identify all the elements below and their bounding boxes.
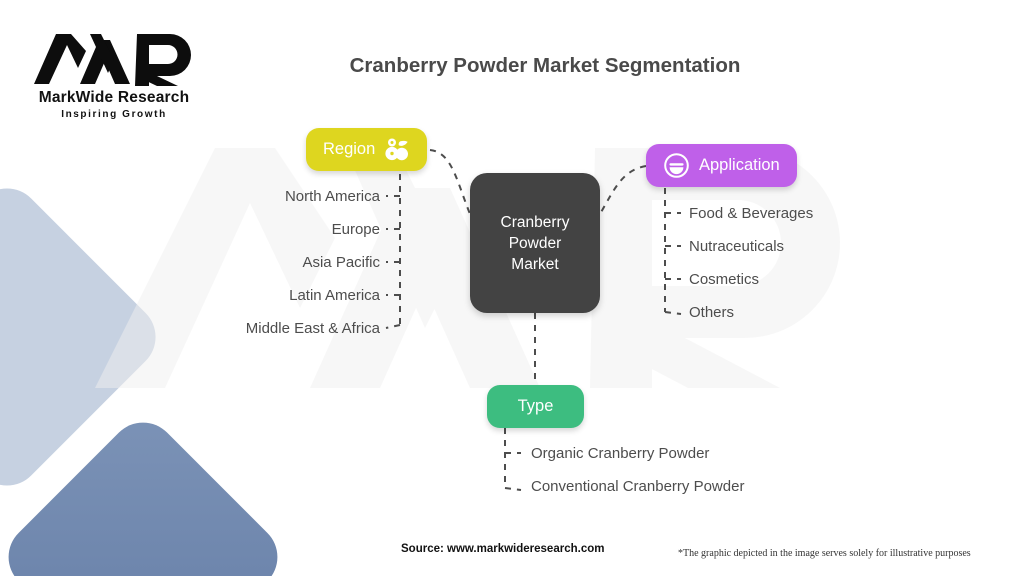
branch-badge-region-label: Region bbox=[323, 140, 376, 158]
brand-name: MarkWide Research bbox=[38, 89, 190, 106]
brand-tagline: Inspiring Growth bbox=[61, 109, 167, 120]
center-node-label: Cranberry Powder Market bbox=[500, 213, 570, 273]
cranberry-fruit-icon bbox=[385, 138, 409, 160]
center-node: Cranberry Powder Market bbox=[470, 173, 600, 313]
branch-badge-type-label: Type bbox=[517, 397, 554, 415]
disclaimer-label: *The graphic depicted in the image serve… bbox=[678, 548, 971, 559]
leaf-application-3: Others bbox=[689, 304, 735, 321]
leaf-type-1: Conventional Cranberry Powder bbox=[531, 478, 745, 495]
leaf-application-0: Food & Beverages bbox=[689, 205, 814, 222]
leaf-region-4: Middle East & Africa bbox=[245, 320, 380, 337]
mwr-logo-icon bbox=[34, 34, 191, 86]
brand-logo: MarkWide Research Inspiring Growth bbox=[28, 32, 200, 120]
leaf-application-1: Nutraceuticals bbox=[689, 238, 785, 255]
leaf-region-1: Europe bbox=[331, 221, 380, 238]
leaf-region-3: Latin America bbox=[289, 287, 380, 304]
branch-badge-region[interactable]: Region bbox=[306, 128, 428, 171]
leaf-type-0: Organic Cranberry Powder bbox=[531, 445, 710, 462]
leaf-application-2: Cosmetics bbox=[689, 271, 760, 288]
source-label: Source: www.markwideresearch.com bbox=[401, 543, 605, 555]
branch-badge-application-label: Application bbox=[699, 156, 780, 174]
branch-badge-application[interactable]: Application bbox=[646, 144, 797, 187]
capsule-circle-icon bbox=[664, 153, 689, 178]
branch-badge-type[interactable]: Type bbox=[487, 385, 584, 428]
leaf-region-2: Asia Pacific bbox=[302, 254, 380, 271]
page-title: Cranberry Powder Market Segmentation bbox=[349, 54, 741, 77]
leaf-region-0: North America bbox=[284, 188, 380, 205]
